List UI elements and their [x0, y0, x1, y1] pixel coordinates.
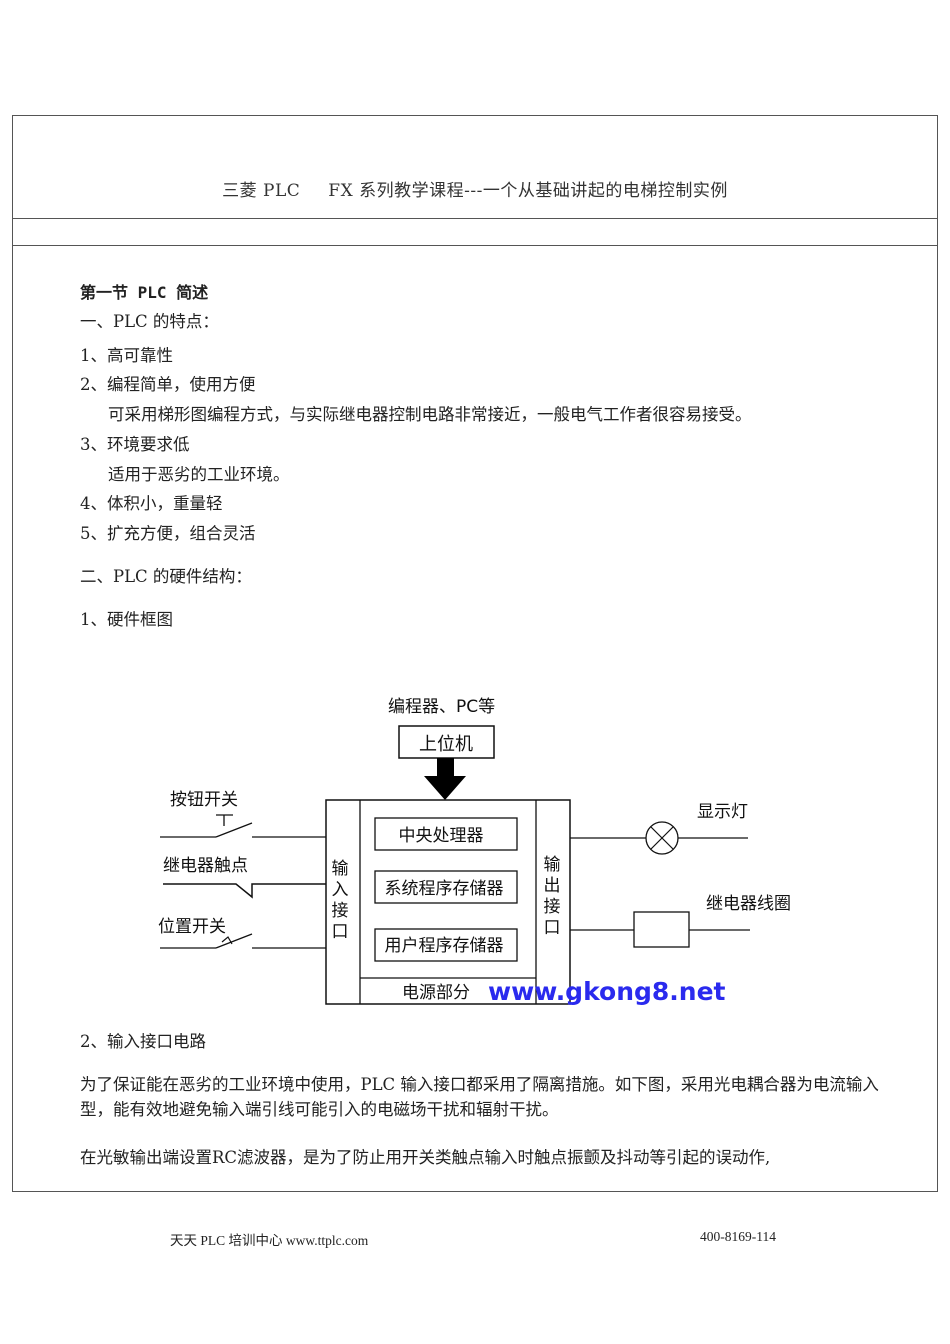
title-part-b: FX 系列教学课程---一个从基础讲起的电梯控制实例: [328, 181, 728, 201]
input-interface-char-3: 接: [332, 901, 349, 921]
feature-item-3: 3、环境要求低: [80, 435, 190, 454]
section-title: 第一节 PLC 简述: [80, 283, 209, 302]
cpu-box: [374, 817, 518, 851]
heading-hardware: 二、PLC 的硬件结构：: [80, 567, 252, 586]
output-interface-char-3: 接: [544, 897, 561, 917]
frame-header-divider: [12, 218, 938, 219]
user-memory-box: [374, 928, 518, 962]
paragraph-rc-filter: 在光敏输出端设置RC滤波器，是为了防止用开关类触点输入时触点振颤及抖动等引起的误…: [80, 1148, 771, 1167]
frame-left-border: [12, 115, 13, 1192]
heading-features: 一、PLC 的特点：: [80, 312, 219, 331]
cpu-label: 中央处理器: [399, 826, 484, 846]
feature-item-5: 5、扩充方便，组合灵活: [80, 524, 256, 543]
position-switch-label: 位置开关: [158, 917, 226, 937]
relay-contact-label: 继电器触点: [163, 856, 248, 876]
system-memory-box: [374, 870, 518, 904]
user-memory-label: 用户程序存储器: [385, 936, 504, 956]
output-interface-char-1: 输: [544, 855, 561, 875]
footer-right: 400-8169-114: [700, 1229, 776, 1244]
label-upper-computer: 上位机: [419, 734, 473, 755]
paragraph-isolation: 为了保证能在恶劣的工业环境中使用，PLC 输入接口都采用了隔离措施。如下图，采用…: [80, 1075, 879, 1119]
power-label: 电源部分: [402, 983, 470, 1003]
button-switch-label: 按钮开关: [170, 790, 238, 810]
input-interface-char-4: 口: [332, 922, 349, 942]
relay-contact-wire: [163, 883, 326, 899]
feature-item-2: 2、编程简单，使用方便: [80, 375, 256, 394]
frame-top-border: [12, 115, 938, 116]
position-switch-contact: [215, 933, 253, 949]
footer-left: 天天 PLC 培训中心 www.ttplc.com: [170, 1233, 369, 1248]
input-interface-char-2: 入: [332, 880, 349, 900]
position-switch-actuator: [221, 936, 233, 945]
plc-outer-box: [325, 799, 571, 1005]
lamp-cross-2: [650, 826, 674, 850]
button-switch-actuator: [216, 814, 233, 826]
title-part-a: 三菱 PLC: [222, 181, 301, 201]
button-switch-contact: [215, 822, 253, 838]
watermark-text: www.gkong8.net: [488, 977, 726, 1006]
output-interface-char-4: 口: [544, 918, 561, 938]
feature-item-1: 1、高可靠性: [80, 346, 173, 365]
lamp-label: 显示灯: [697, 802, 748, 822]
frame-right-border: [937, 115, 938, 1192]
relay-coil-box: [633, 911, 690, 948]
frame-bottom-border: [12, 1191, 938, 1192]
label-programmer: 编程器、PC等: [388, 697, 495, 717]
down-arrow-icon: [424, 776, 466, 800]
document-title: 三菱 PLC FX 系列教学课程---一个从基础讲起的电梯控制实例: [12, 176, 938, 201]
input-interface-char-1: 输: [332, 859, 349, 879]
arrow-shaft: [437, 758, 454, 778]
output-interface-char-2: 出: [544, 876, 561, 896]
hardware-item-2: 2、输入接口电路: [80, 1032, 206, 1051]
feature-item-4: 4、体积小，重量轻: [80, 494, 223, 513]
hardware-item-1: 1、硬件框图: [80, 610, 173, 629]
system-memory-label: 系统程序存储器: [385, 879, 504, 899]
feature-item-3-desc: 适用于恶劣的工业环境。: [108, 465, 290, 484]
relay-coil-label: 继电器线圈: [706, 894, 791, 914]
feature-item-2-desc: 可采用梯形图编程方式，与实际继电器控制电路非常接近，一般电气工作者很容易接受。: [108, 405, 752, 424]
frame-header-divider-2: [12, 245, 938, 246]
